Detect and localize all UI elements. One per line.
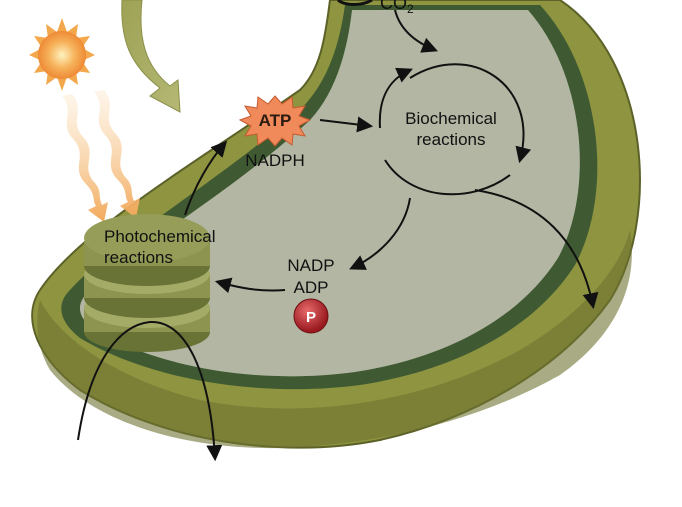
arrow-thylakoid-exchange (77, 320, 223, 462)
arrow-photo-to-atp (184, 140, 228, 216)
biochemical-label-line1: Biochemical (405, 109, 497, 128)
arrow-bio-output (474, 189, 599, 310)
photochemical-label-line2: reactions (104, 248, 173, 267)
co2-top-arrow (337, 0, 373, 6)
photochemical-label-line1: Photochemical (104, 227, 216, 246)
adp-label: ADP (294, 278, 329, 297)
atp-burst-icon (238, 95, 312, 147)
arrow-co2-in (394, 9, 438, 53)
phosphate-label: P (306, 309, 316, 326)
bio-cycle-arc-1 (409, 63, 532, 164)
outer-membrane-rim (37, 230, 632, 449)
thylakoid-stack (84, 214, 210, 352)
nadph-label: NADPH (245, 151, 305, 170)
co2-label: CO2 (380, 0, 414, 16)
light-ray-icon (94, 90, 140, 218)
light-ray-icon (62, 94, 108, 222)
arrow-atp-to-bio (319, 116, 374, 133)
atp-label: ATP (259, 111, 292, 130)
nadp-label: NADP (287, 256, 334, 275)
light-entry-arrow (121, 0, 181, 113)
sun-icon (29, 18, 95, 91)
arrow-adp-to-photo (214, 277, 286, 294)
phosphate-icon (293, 298, 329, 334)
bio-cycle-arc-2 (378, 67, 413, 129)
bio-cycle-arc-3 (384, 159, 511, 196)
arrow-bio-to-nadp (349, 197, 411, 270)
biochemical-label-line2: reactions (417, 130, 486, 149)
